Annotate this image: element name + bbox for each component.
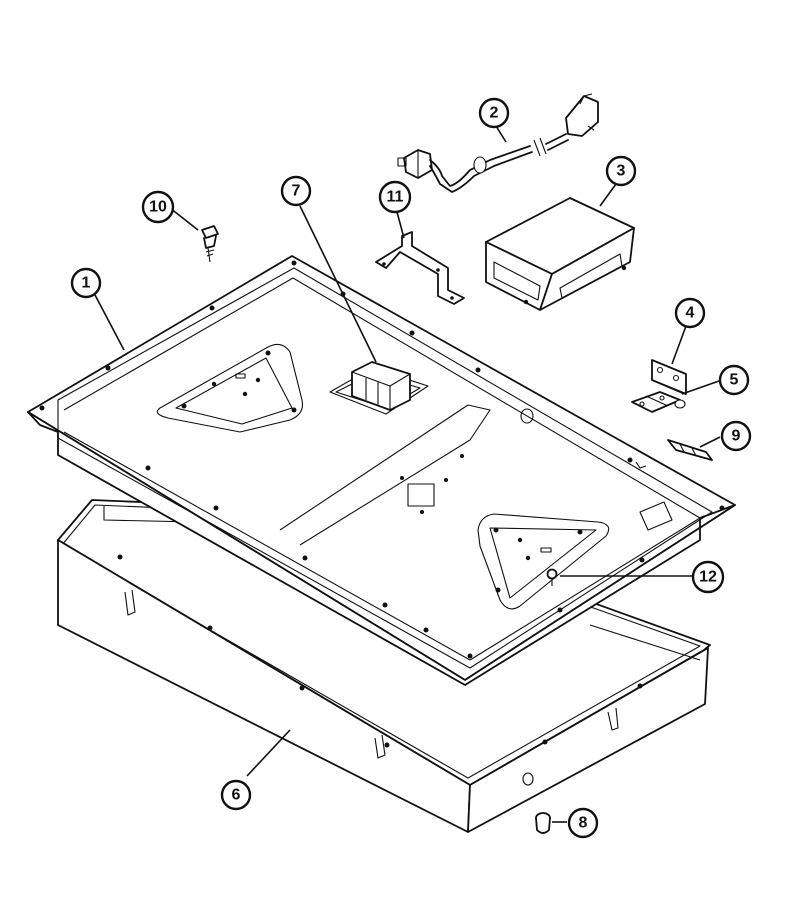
lower-box-part xyxy=(57,499,711,833)
callout-1: 1 xyxy=(70,267,102,299)
callout-11: 11 xyxy=(378,180,412,214)
screw-part xyxy=(201,225,219,263)
callout-3: 3 xyxy=(605,155,637,187)
leader-lines xyxy=(94,125,721,823)
callout-label: 1 xyxy=(82,275,91,292)
callout-9: 9 xyxy=(720,420,752,452)
callout-12: 12 xyxy=(691,560,725,594)
callout-label: 5 xyxy=(730,372,739,389)
hinge-plate-part xyxy=(651,359,687,395)
callout-7: 7 xyxy=(280,175,312,207)
callout-label: 4 xyxy=(686,305,695,322)
callout-label: 2 xyxy=(490,105,499,122)
hinge-part xyxy=(631,391,686,413)
callout-label: 12 xyxy=(699,569,717,586)
bracket-part xyxy=(375,231,465,305)
callout-label: 7 xyxy=(292,183,301,200)
callout-10: 10 xyxy=(141,190,175,224)
power-cord-part xyxy=(397,93,599,193)
callout-label: 11 xyxy=(387,189,404,206)
callout-label: 3 xyxy=(617,163,626,180)
callout-label: 10 xyxy=(149,199,167,216)
cooktop-pan-part xyxy=(27,255,736,686)
callout-8: 8 xyxy=(567,807,599,839)
grommet-part xyxy=(535,812,551,834)
callout-label: 9 xyxy=(732,428,741,445)
callout-label: 6 xyxy=(232,787,241,804)
transformer-box-part xyxy=(485,197,635,311)
callout-4: 4 xyxy=(674,297,706,329)
small-screw-part xyxy=(546,568,558,586)
clip-part xyxy=(667,439,713,461)
callout-label: 8 xyxy=(579,815,588,832)
callout-2: 2 xyxy=(478,97,510,129)
callout-5: 5 xyxy=(718,364,750,396)
callout-6: 6 xyxy=(220,779,252,811)
terminal-block-part xyxy=(329,361,429,415)
